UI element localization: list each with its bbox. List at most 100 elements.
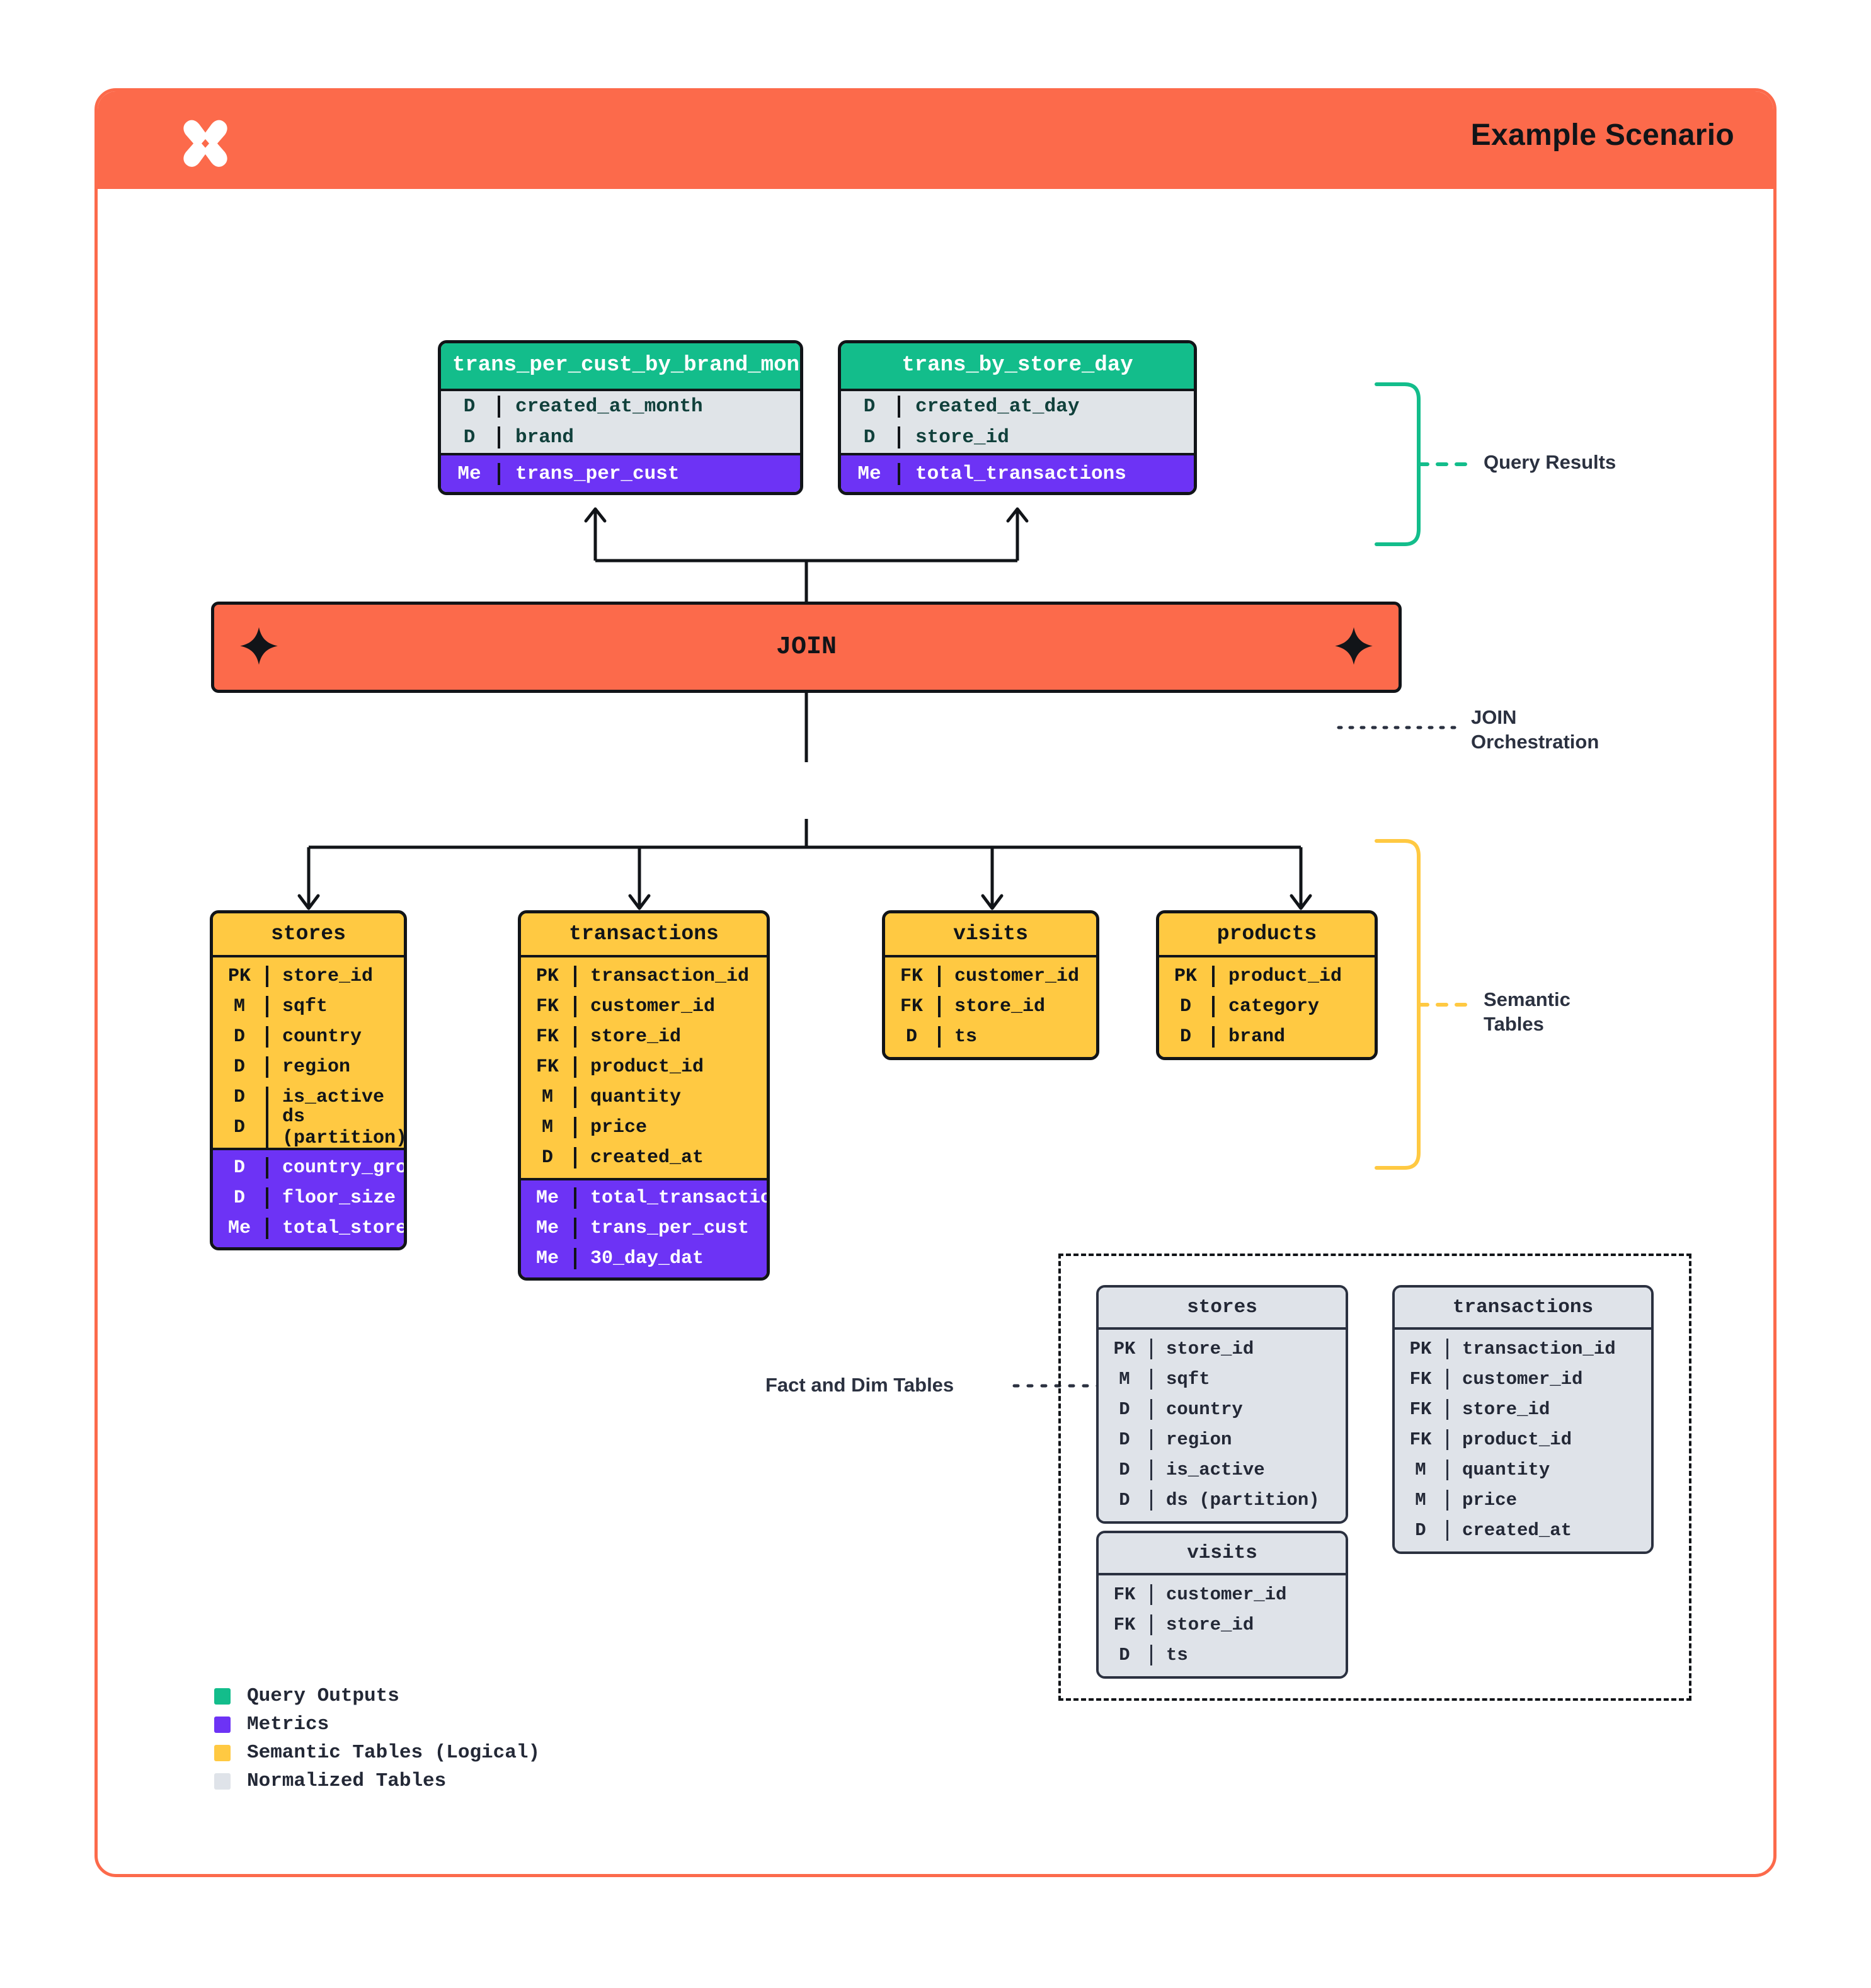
row-key: FK <box>900 996 923 1017</box>
row-key: FK <box>1409 1368 1432 1390</box>
row-key: D <box>1119 1429 1130 1450</box>
row-field: transaction_id <box>1446 1338 1651 1359</box>
row-field: total_transactions <box>574 1187 767 1209</box>
row-key: D <box>1179 996 1191 1017</box>
metric-section: Me trans_per_cust <box>441 453 800 492</box>
sparkle-icon <box>239 626 278 668</box>
row-key: FK <box>1113 1614 1136 1635</box>
row-key: M <box>1119 1368 1130 1390</box>
table-title: visits <box>1099 1533 1346 1573</box>
table-row: Me trans_per_cust <box>441 455 800 492</box>
table-title: stores <box>1099 1288 1346 1327</box>
row-key: D <box>1119 1459 1130 1480</box>
legend-label: Normalized Tables <box>247 1770 447 1792</box>
row-key: D <box>463 426 476 448</box>
query-result-table[interactable]: trans_by_store_day D created_at_day D st… <box>838 340 1197 495</box>
row-key: PK <box>1174 966 1197 987</box>
row-key: D <box>1119 1489 1130 1511</box>
annotation-fact-and-dim-tables: Fact and Dim Tables <box>765 1373 954 1398</box>
legend-item: Metrics <box>214 1710 540 1739</box>
table-title: products <box>1159 913 1375 955</box>
join-orchestration-bar[interactable]: JOIN <box>211 602 1402 693</box>
row-field: category <box>1212 996 1375 1017</box>
legend: Query Outputs Metrics Semantic Tables (L… <box>214 1682 540 1795</box>
row-key: FK <box>1409 1398 1432 1420</box>
fact-dim-container <box>1058 1254 1691 1701</box>
row-key: D <box>863 396 876 418</box>
table-row: FK product_id <box>1395 1424 1651 1454</box>
row-key: D <box>541 1147 553 1168</box>
table-row: FK customer_id <box>1395 1364 1651 1394</box>
legend-swatch-normalized-tables <box>214 1773 231 1790</box>
row-key: PK <box>227 966 251 987</box>
row-field: store_id <box>574 1026 767 1048</box>
query-result-table[interactable]: trans_per_cust_by_brand_month D created_… <box>438 340 803 495</box>
row-field: product_id <box>574 1056 767 1078</box>
row-key: FK <box>1409 1429 1432 1450</box>
legend-label: Metrics <box>247 1713 329 1735</box>
row-key: FK <box>535 1026 559 1048</box>
row-key: FK <box>535 1056 559 1078</box>
table-title: trans_per_cust_by_brand_month <box>441 343 800 389</box>
row-field: customer_id <box>574 996 767 1017</box>
annotation-label: Query Results <box>1484 451 1616 473</box>
row-field: store_id <box>898 426 1194 448</box>
table-row: D created_at_month <box>441 391 800 422</box>
legend-swatch-metrics <box>214 1716 231 1733</box>
row-field: quantity <box>574 1087 767 1108</box>
row-field: sqft <box>266 996 404 1017</box>
table-row: PK product_id <box>1159 961 1375 991</box>
legend-label: Semantic Tables (Logical) <box>247 1742 541 1764</box>
row-field: created_at_month <box>498 396 800 418</box>
row-field: store_id <box>1446 1398 1651 1420</box>
annotation-label-line1: JOIN <box>1471 706 1517 728</box>
table-title: transactions <box>521 913 767 955</box>
annotation-semantic-tables: Semantic Tables <box>1484 988 1571 1037</box>
row-field: customer_id <box>1150 1584 1346 1605</box>
row-field: is_active <box>1150 1459 1346 1480</box>
row-field: ts <box>1150 1644 1346 1665</box>
row-key: FK <box>900 966 923 987</box>
row-field: created_at <box>1446 1519 1651 1541</box>
row-key: FK <box>535 996 559 1017</box>
diagram-stage: trans_per_cust_by_brand_month D created_… <box>98 189 1773 1874</box>
row-field: product_id <box>1446 1429 1651 1450</box>
row-key: M <box>541 1117 553 1138</box>
row-field: store_id <box>266 966 404 987</box>
row-field: region <box>1150 1429 1346 1450</box>
row-field: total_transactions <box>898 462 1194 485</box>
row-field: brand <box>498 426 800 448</box>
row-key: D <box>233 1157 245 1179</box>
metric-section: Me total_transactions <box>841 453 1194 492</box>
row-field: brand <box>1212 1026 1375 1048</box>
legend-swatch-query-outputs <box>214 1688 231 1705</box>
annotation-query-results: Query Results <box>1484 450 1616 475</box>
row-field: customer_id <box>1446 1368 1651 1390</box>
row-field: product_id <box>1212 966 1375 987</box>
